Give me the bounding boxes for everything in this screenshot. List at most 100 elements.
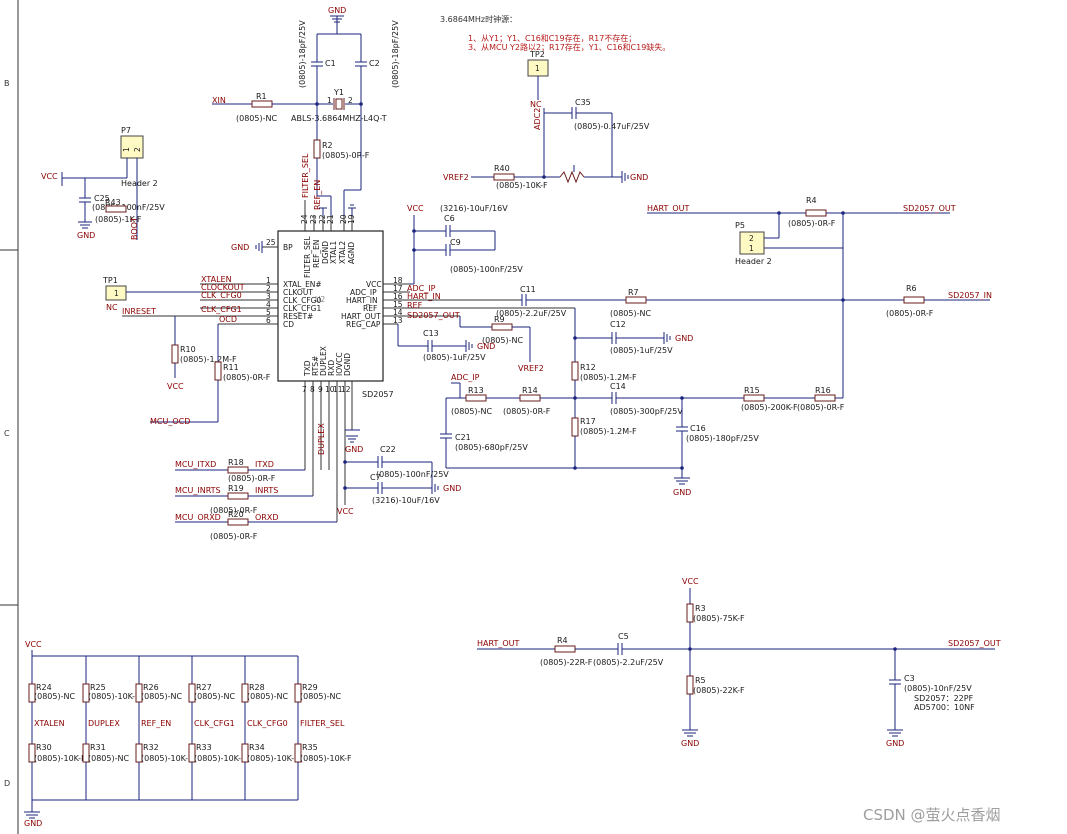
mcu-ocd-label: MCU_OCD bbox=[150, 417, 190, 426]
p5-pin1: 1 bbox=[749, 244, 754, 253]
net-ref-en-top: REF_EN bbox=[313, 180, 322, 210]
y1-ref: Y1 bbox=[333, 88, 344, 97]
c7-ref: C7 bbox=[370, 473, 381, 482]
r28-value: (0805)-NC bbox=[247, 692, 288, 701]
xin-label: XIN bbox=[212, 96, 226, 105]
vcc-decoupling: VCC (3216)-10uF/16V C6 C9 (0805)-100nF/2… bbox=[407, 204, 523, 285]
u2-pin11-num: 11 bbox=[333, 385, 343, 394]
c6-value: (3216)-10uF/16V bbox=[440, 204, 508, 213]
p5-pin2: 2 bbox=[749, 234, 754, 243]
r30-ref: R30 bbox=[36, 743, 52, 752]
u2-pin25-name: BP bbox=[283, 243, 293, 252]
r4b-value: (0805)-22R-F bbox=[540, 658, 593, 667]
r40-ref: R40 bbox=[494, 164, 510, 173]
y1-value: ABLS-3.6864MHZ-L4Q-T bbox=[291, 114, 387, 123]
u2-chip: U2 SD2057 GND 25 BP 1 2 3 4 5 6 XTAL_EN#… bbox=[122, 153, 575, 522]
mcu-orxd-label: MCU_ORXD bbox=[175, 513, 221, 522]
r12-ref: R12 bbox=[580, 363, 596, 372]
r30-value: (0805)-10K-F bbox=[34, 754, 86, 763]
u2-pin17-name: ADC_IP bbox=[350, 288, 377, 297]
u2-pin10-name: RXD bbox=[327, 360, 336, 376]
r9-ref: R9 bbox=[494, 315, 505, 324]
u2-pin2-name: CLKOUT bbox=[283, 288, 313, 297]
u2-right-pins: 18 17 16 15 14 13 VCC ADC_IP HART_IN REF… bbox=[341, 276, 575, 329]
c3-ref: C3 bbox=[904, 674, 915, 683]
r35-value: (0805)-10K-F bbox=[300, 754, 352, 763]
c1-ref: C1 bbox=[325, 59, 336, 68]
tp2-ref: TP2 bbox=[529, 50, 545, 59]
filter-section: GND C12 (0805)-1uF/25V R12 (0805)-1.2M-F… bbox=[440, 308, 845, 497]
r13-value: (0805)-NC bbox=[451, 407, 492, 416]
vref2-label-r40: VREF2 bbox=[443, 173, 469, 182]
boot-label: BOOT bbox=[130, 217, 139, 240]
u2-pin1-num: 1 bbox=[266, 276, 271, 285]
vcc-label-u2: VCC bbox=[407, 204, 424, 213]
u2-pin4-name: CLK_CFG1 bbox=[283, 304, 321, 313]
c3-value: (0805)-10nF/25V bbox=[904, 684, 972, 693]
strap-net-clk-cfg0: CLK_CFG0 bbox=[247, 719, 288, 728]
r28-ref: R28 bbox=[249, 683, 265, 692]
r26-value: (0805)-NC bbox=[141, 692, 182, 701]
r4a-value: (0805)-0R-F bbox=[788, 219, 836, 228]
r17-ref: R17 bbox=[580, 417, 596, 426]
r5-value: (0805)-22K-F bbox=[693, 686, 745, 695]
vcc-label-p7: VCC bbox=[41, 172, 58, 181]
r4a-ref: R4 bbox=[806, 196, 817, 205]
u2-pin23-name: REF_EN bbox=[312, 240, 321, 268]
r5-ref: R5 bbox=[695, 676, 706, 685]
r34-ref: R34 bbox=[249, 743, 265, 752]
r19-ref: R19 bbox=[228, 484, 244, 493]
r43-value: (0805)-1K-F bbox=[95, 215, 142, 224]
c13-value: (0805)-1uF/25V bbox=[423, 353, 486, 362]
r14-value: (0805)-0R-F bbox=[503, 407, 551, 416]
vref2-section: TP2 1 NC ADC2 C35 (0805)-0.47uF/25V VREF… bbox=[443, 50, 650, 190]
p7-pin2: 2 bbox=[133, 147, 142, 152]
net-clk-cfg1: CLK_CFG1 bbox=[201, 305, 242, 314]
clock-notes: 3.6864MHz时钟源： 1、从Y1；Y1、C16和C19存在，R17不存在；… bbox=[440, 14, 670, 52]
strap-net-duplex: DUPLEX bbox=[88, 719, 120, 728]
mcu-itxd-label: MCU_ITXD bbox=[175, 460, 216, 469]
border-zone-b: B bbox=[4, 79, 10, 88]
c14-ref: C14 bbox=[610, 382, 626, 391]
net-ocd: OCD bbox=[219, 315, 237, 324]
strap-net-filter-sel: FILTER_SEL bbox=[300, 719, 345, 728]
u2-pin9-num: 9 bbox=[318, 385, 323, 394]
r27-value: (0805)-NC bbox=[194, 692, 235, 701]
strap-net-ref-en: REF_EN bbox=[141, 719, 171, 728]
r25-value: (0805)-10K-F bbox=[88, 692, 140, 701]
u2-pin7-name: TXD bbox=[303, 360, 312, 377]
c5-value: (0805)-2.2uF/25V bbox=[593, 658, 664, 667]
u2-pin17-num: 17 bbox=[393, 284, 403, 293]
c16-ref: C16 bbox=[690, 424, 706, 433]
net-inreset: INRESET bbox=[122, 307, 156, 316]
y1-pin1: 1 bbox=[327, 96, 332, 105]
u2-pin10-num: 10 bbox=[325, 385, 335, 394]
u2-pin18-num: 18 bbox=[393, 276, 403, 285]
r18-value: (0805)-0R-F bbox=[228, 474, 276, 483]
r9-value: (0805)-NC bbox=[482, 336, 523, 345]
vref2-label-r9: VREF2 bbox=[518, 364, 544, 373]
sd2057-out-label-top: SD2057_OUT bbox=[903, 204, 956, 213]
u2-pin12-num: 12 bbox=[341, 385, 351, 394]
reset-ocd-section: R10 (0805)-1.2M-F VCC R11 (0805)-0R-F MC… bbox=[150, 316, 271, 426]
c21-value: (0805)-680pF/25V bbox=[455, 443, 528, 452]
u2-pin4-num: 4 bbox=[266, 300, 271, 309]
gnd-label-vref2: GND bbox=[630, 173, 648, 182]
c6-ref: C6 bbox=[444, 214, 455, 223]
c9-ref: C9 bbox=[450, 238, 461, 247]
u2-pin11-name: IOVCC bbox=[335, 352, 344, 376]
u2-pin24-num: 24 bbox=[300, 214, 309, 224]
u2-pin20-num: 20 bbox=[339, 214, 348, 224]
u2-left-pins: 1 2 3 4 5 6 XTAL_EN# CLKOUT CLK_CFG0 CLK… bbox=[122, 275, 322, 329]
u2-tag: U2 bbox=[315, 295, 325, 304]
hart-in-section: C11 (0805)-2.2uF/25V R7 (0805)-NC R6 (08… bbox=[496, 284, 992, 398]
u2-pin14-name: HART_OUT bbox=[341, 312, 381, 321]
r32-value: (0805)-10K-F bbox=[141, 754, 193, 763]
r20-value: (0805)-0R-F bbox=[210, 532, 258, 541]
sd2057-out-label-bottom: SD2057_OUT bbox=[948, 639, 1001, 648]
p7-pin1: 1 bbox=[122, 147, 131, 152]
hart-out-bottom-section: HART_OUT R4 (0805)-22R-F C5 (0805)-2.2uF… bbox=[477, 577, 1001, 748]
u2-pin5-num: 5 bbox=[266, 308, 271, 317]
net-hart-in: HART_IN bbox=[407, 292, 441, 301]
